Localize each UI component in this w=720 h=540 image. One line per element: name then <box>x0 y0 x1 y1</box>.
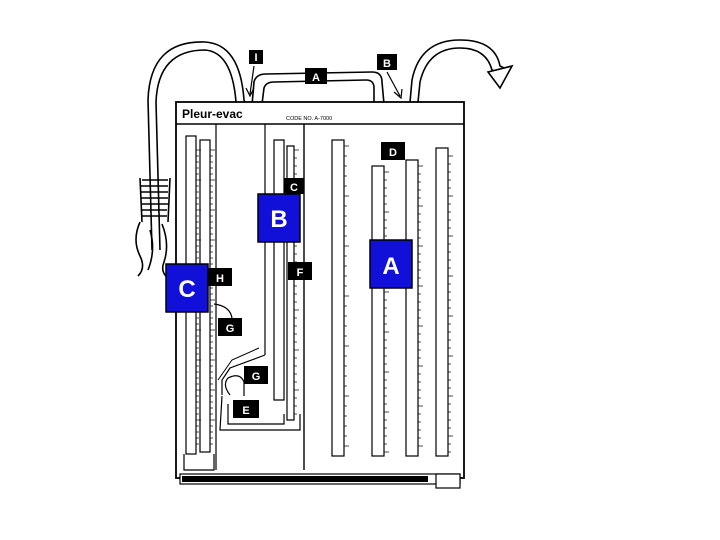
callout-E: E <box>233 400 259 418</box>
callout-F-label: F <box>297 267 304 279</box>
callout-G-lower: G <box>244 366 268 384</box>
callout-G-lower-label: G <box>252 371 261 383</box>
callout-blue-B: B <box>257 193 301 243</box>
suction-tube <box>409 39 514 103</box>
callout-D-label: D <box>389 147 397 159</box>
callout-blue-A-label: A <box>382 253 399 280</box>
callout-B-top: B <box>377 54 403 100</box>
callout-blue-C-label: C <box>178 276 195 303</box>
callout-blue-B-label: B <box>270 206 287 233</box>
callout-A-top: A <box>305 68 327 84</box>
callout-I-label: I <box>254 52 257 64</box>
callout-C-small: C <box>284 178 304 194</box>
callout-G-upper-label: G <box>226 323 235 335</box>
callout-B-top-label: B <box>383 58 391 70</box>
callout-G-upper: G <box>213 303 242 336</box>
callout-F: F <box>288 262 312 280</box>
callout-blue-A: A <box>369 239 413 289</box>
callout-D: D <box>381 142 405 160</box>
callout-I: I <box>245 50 263 98</box>
code-number: CODE NO. A-7000 <box>286 116 332 122</box>
callout-H-label: H <box>216 273 224 285</box>
callout-E-label: E <box>242 405 249 417</box>
callout-H: H <box>208 268 232 286</box>
chamber-b-columns <box>217 139 301 431</box>
device-body <box>175 101 465 489</box>
patient-tube <box>135 41 247 279</box>
callout-blue-C: C <box>165 263 209 313</box>
top-handle <box>251 71 385 106</box>
callout-A-top-label: A <box>312 72 320 84</box>
callout-C-small-label: C <box>290 182 298 194</box>
chamber-a-columns <box>331 139 449 457</box>
brand-name: Pleur-evac <box>182 107 243 121</box>
